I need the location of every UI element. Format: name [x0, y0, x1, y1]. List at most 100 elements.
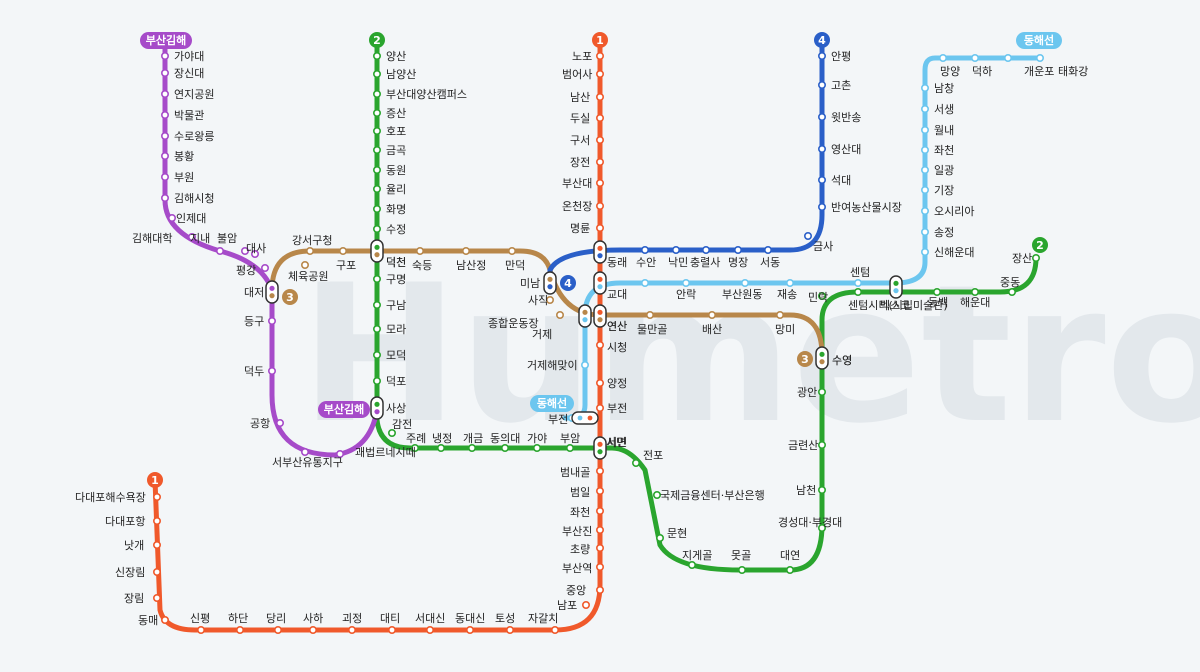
station-dot[interactable]: [161, 152, 170, 161]
station-dot[interactable]: [817, 51, 826, 60]
station-dot[interactable]: [273, 625, 282, 634]
station-dot[interactable]: [335, 449, 344, 458]
station-dot[interactable]: [372, 51, 381, 60]
line-number-badge[interactable]: [282, 289, 298, 305]
transfer-bujeon[interactable]: [571, 411, 599, 425]
station-dot[interactable]: [920, 126, 929, 135]
station-dot[interactable]: [153, 540, 162, 549]
station-dot[interactable]: [161, 51, 170, 60]
station-dot[interactable]: [595, 51, 604, 60]
transfer-yeonsan[interactable]: [593, 304, 607, 328]
station-dot[interactable]: [645, 310, 654, 319]
station-dot[interactable]: [817, 113, 826, 122]
station-dot[interactable]: [920, 228, 929, 237]
station-dot[interactable]: [372, 274, 381, 283]
station-dot[interactable]: [595, 224, 604, 233]
station-dot[interactable]: [347, 625, 356, 634]
line-number-badge[interactable]: [814, 32, 830, 48]
station-dot[interactable]: [267, 316, 276, 325]
station-dot[interactable]: [153, 567, 162, 576]
station-dot[interactable]: [763, 246, 772, 255]
station-dot[interactable]: [153, 492, 162, 501]
line-name-badge[interactable]: [318, 401, 370, 418]
station-dot[interactable]: [372, 300, 381, 309]
station-dot[interactable]: [555, 310, 564, 319]
station-dot[interactable]: [161, 615, 170, 624]
station-dot[interactable]: [260, 263, 269, 272]
transfer-deokcheon[interactable]: [370, 239, 384, 263]
station-dot[interactable]: [785, 278, 794, 287]
station-dot[interactable]: [595, 114, 604, 123]
line-name-badge[interactable]: [140, 32, 192, 49]
station-dot[interactable]: [161, 132, 170, 141]
transfer-suyeong[interactable]: [815, 346, 829, 370]
station-dot[interactable]: [467, 443, 476, 452]
station-dot[interactable]: [300, 447, 309, 456]
station-dot[interactable]: [267, 366, 276, 375]
line-number-badge[interactable]: [369, 32, 385, 48]
station-dot[interactable]: [545, 295, 554, 304]
station-dot[interactable]: [640, 246, 649, 255]
transfer-bexco[interactable]: [889, 275, 903, 299]
station-dot[interactable]: [507, 247, 516, 256]
station-dot[interactable]: [595, 525, 604, 534]
station-dot[interactable]: [707, 310, 716, 319]
station-dot[interactable]: [817, 440, 826, 449]
station-dot[interactable]: [920, 248, 929, 257]
station-dot[interactable]: [372, 90, 381, 99]
station-dot[interactable]: [655, 533, 664, 542]
station-dot[interactable]: [817, 203, 826, 212]
station-dot[interactable]: [550, 625, 559, 634]
station-dot[interactable]: [372, 185, 381, 194]
station-dot[interactable]: [581, 600, 590, 609]
station-dot[interactable]: [161, 111, 170, 120]
station-dot[interactable]: [153, 516, 162, 525]
station-dot[interactable]: [465, 625, 474, 634]
station-dot[interactable]: [970, 287, 979, 296]
station-dot[interactable]: [425, 625, 434, 634]
station-dot[interactable]: [817, 387, 826, 396]
station-dot[interactable]: [161, 69, 170, 78]
station-dot[interactable]: [803, 232, 812, 241]
station-dot[interactable]: [687, 560, 696, 569]
station-dot[interactable]: [817, 291, 826, 300]
station-dot[interactable]: [1007, 287, 1016, 296]
station-dot[interactable]: [652, 490, 661, 499]
line-name-badge[interactable]: [1016, 32, 1062, 49]
station-dot[interactable]: [970, 53, 979, 62]
transfer-seomyeon[interactable]: [593, 436, 607, 460]
station-dot[interactable]: [938, 53, 947, 62]
station-dot[interactable]: [595, 585, 604, 594]
station-dot[interactable]: [920, 84, 929, 93]
line-number-badge[interactable]: [797, 351, 813, 367]
station-dot[interactable]: [372, 70, 381, 79]
transfer-minam[interactable]: [543, 271, 557, 295]
station-dot[interactable]: [236, 625, 245, 634]
line-number-badge[interactable]: [560, 275, 576, 291]
station-dot[interactable]: [817, 176, 826, 185]
station-dot[interactable]: [372, 350, 381, 359]
station-dot[interactable]: [671, 246, 680, 255]
station-dot[interactable]: [932, 287, 941, 296]
station-dot[interactable]: [565, 443, 574, 452]
station-dot[interactable]: [595, 202, 604, 211]
station-dot[interactable]: [372, 109, 381, 118]
line-number-badge[interactable]: [147, 472, 163, 488]
station-dot[interactable]: [775, 310, 784, 319]
station-dot[interactable]: [595, 506, 604, 515]
station-dot[interactable]: [853, 278, 862, 287]
transfer-dongnae[interactable]: [593, 240, 607, 264]
station-dot[interactable]: [161, 90, 170, 99]
line-name-badge[interactable]: [530, 395, 574, 412]
station-dot[interactable]: [372, 146, 381, 155]
station-dot[interactable]: [595, 340, 604, 349]
station-dot[interactable]: [532, 443, 541, 452]
station-dot[interactable]: [275, 418, 284, 427]
station-dot[interactable]: [153, 593, 162, 602]
station-dot[interactable]: [640, 278, 649, 287]
station-dot[interactable]: [372, 225, 381, 234]
station-dot[interactable]: [216, 247, 225, 256]
station-dot[interactable]: [595, 543, 604, 552]
station-dot[interactable]: [817, 145, 826, 154]
station-dot[interactable]: [372, 324, 381, 333]
